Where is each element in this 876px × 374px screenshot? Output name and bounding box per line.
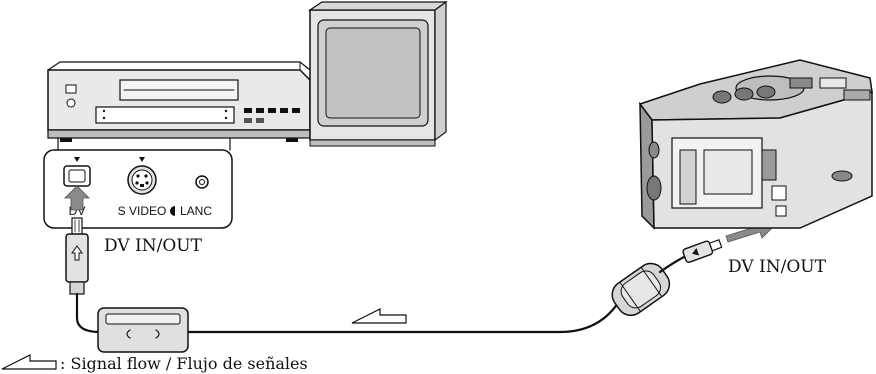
signal-flow-arrow-icon (351, 308, 407, 324)
lanc-port-label: LANC (180, 204, 212, 218)
ferrite-core-icon-right (611, 262, 671, 317)
dv-inout-label-left: DV IN/OUT (104, 236, 203, 256)
dv-cable (65, 217, 723, 353)
legend-signal-flow-arrow-icon (1, 354, 57, 370)
s-video-port-label: S VIDEO (118, 204, 167, 218)
dv-port-icon (63, 157, 91, 187)
tv-icon (308, 0, 448, 147)
legend-text: : Signal flow / Flujo de señales (60, 354, 308, 373)
vcr-icon (47, 61, 311, 142)
lanc-jack-icon (170, 175, 209, 216)
s-video-port-icon (127, 157, 157, 195)
ferrite-core-icon (97, 307, 189, 353)
insert-arrow-icon (64, 185, 90, 211)
camcorder-icon (638, 59, 873, 230)
legend: : Signal flow / Flujo de señales (1, 354, 308, 373)
dv-inout-label-right: DV IN/OUT (728, 257, 827, 277)
dv-plug-icon (682, 239, 723, 263)
